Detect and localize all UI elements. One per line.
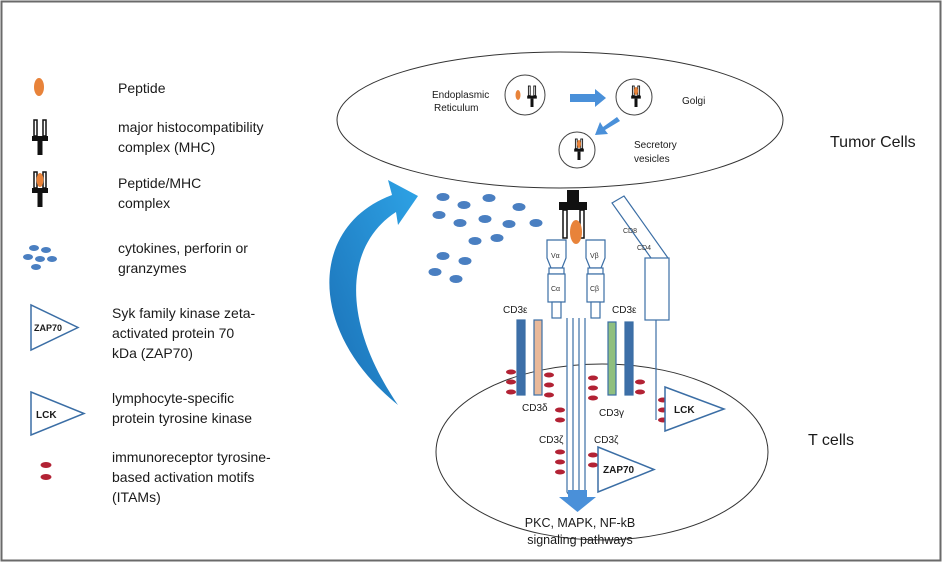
cytokine-release-arrow bbox=[329, 180, 418, 405]
secretory-label-2: vesicles bbox=[634, 154, 670, 165]
cd3-delta-bar bbox=[533, 319, 543, 396]
peptide-mhc-icon bbox=[31, 171, 49, 208]
zap70-icon bbox=[30, 303, 80, 352]
cytokine-cluster bbox=[428, 193, 543, 283]
ca-label: Cα bbox=[551, 286, 560, 293]
legend-zap70-label-2: activated protein 70 bbox=[112, 325, 234, 341]
vb-label: Vβ bbox=[590, 253, 599, 260]
er-label-2: Reticulum bbox=[434, 103, 478, 114]
peptide-icon bbox=[34, 78, 44, 96]
pathway-label-2: signaling pathways bbox=[527, 533, 633, 547]
cd3g-label: CD3γ bbox=[599, 408, 624, 419]
lck-icon bbox=[30, 390, 86, 437]
er-to-golgi-arrow bbox=[570, 89, 606, 107]
cb-label: Cβ bbox=[590, 286, 599, 293]
lck-kinase bbox=[664, 385, 727, 433]
legend-peptide-label: Peptide bbox=[118, 80, 166, 96]
cd3e-right-label: CD3ε bbox=[612, 305, 637, 316]
itam-icon bbox=[40, 462, 52, 480]
legend-mhc-label-1: major histocompatibility bbox=[118, 119, 264, 135]
er-label-1: Endoplasmic bbox=[432, 90, 489, 101]
cd8-label: CD8 bbox=[623, 228, 637, 235]
cd3z-left-label: CD3ζ bbox=[539, 435, 564, 446]
cd3-epsilon-left-bar bbox=[516, 319, 526, 396]
cd3-chains bbox=[516, 319, 634, 396]
tcr-complex bbox=[546, 239, 606, 319]
legend-itam-label-1: immunoreceptor tyrosine- bbox=[112, 449, 271, 465]
cd3-epsilon-right-bar bbox=[624, 321, 634, 396]
legend-itam-label-2: based activation motifs bbox=[112, 469, 254, 485]
legend-zap70-label-1: Syk family kinase zeta- bbox=[112, 305, 255, 321]
pathway-label-1: PKC, MAPK, NF-kB bbox=[525, 516, 635, 530]
tumor-cell-label: Tumor Cells bbox=[830, 134, 916, 151]
legend-lck-label-1: lymphocyte-specific bbox=[112, 390, 234, 406]
cd3z-right-label: CD3ζ bbox=[594, 435, 619, 446]
va-label: Vα bbox=[551, 253, 560, 260]
cd3e-left-label: CD3ε bbox=[503, 305, 528, 316]
er-compartment bbox=[504, 74, 546, 116]
surface-peptide-mhc bbox=[559, 190, 587, 244]
mhc-icon bbox=[31, 119, 49, 156]
legend-lck-label-2: protein tyrosine kinase bbox=[112, 410, 252, 426]
cytokine-icon bbox=[23, 245, 57, 270]
legend-pmhc-label-1: Peptide/MHC bbox=[118, 175, 201, 191]
legend-cytokine-label-1: cytokines, perforin or bbox=[118, 240, 248, 256]
cd3-gamma-bar bbox=[607, 321, 617, 396]
golgi-label: Golgi bbox=[682, 96, 705, 107]
zap70-icon-label: ZAP70 bbox=[34, 323, 62, 333]
secretory-label-1: Secretory bbox=[634, 140, 677, 151]
legend-mhc-label-2: complex (MHC) bbox=[118, 139, 215, 155]
lck-kinase-label: LCK bbox=[674, 405, 695, 416]
tumor-cell-membrane bbox=[336, 51, 784, 189]
legend-zap70-label-3: kDa (ZAP70) bbox=[112, 345, 193, 361]
golgi-to-vesicle-arrow bbox=[595, 117, 620, 135]
legend: Peptide major histocompatibility complex… bbox=[23, 78, 271, 505]
cd8-cd4-coreceptor bbox=[611, 195, 670, 420]
legend-itam-label-3: (ITAMs) bbox=[112, 489, 161, 505]
signaling-arrow bbox=[559, 490, 596, 512]
legend-pmhc-label-2: complex bbox=[118, 195, 170, 211]
itam-markers bbox=[506, 369, 668, 475]
zap70-kinase bbox=[597, 445, 657, 494]
tumor-cell: Tumor Cells Endoplasmic Reticulum Golgi … bbox=[336, 51, 916, 189]
cd4-label: CD4 bbox=[637, 245, 651, 252]
zap70-kinase-label: ZAP70 bbox=[603, 465, 635, 476]
legend-cytokine-label-2: granzymes bbox=[118, 260, 186, 276]
t-cell: T cells bbox=[435, 363, 854, 541]
t-cell-label: T cells bbox=[808, 432, 854, 449]
lck-icon-label: LCK bbox=[36, 410, 57, 421]
cd3d-label: CD3δ bbox=[522, 403, 548, 414]
